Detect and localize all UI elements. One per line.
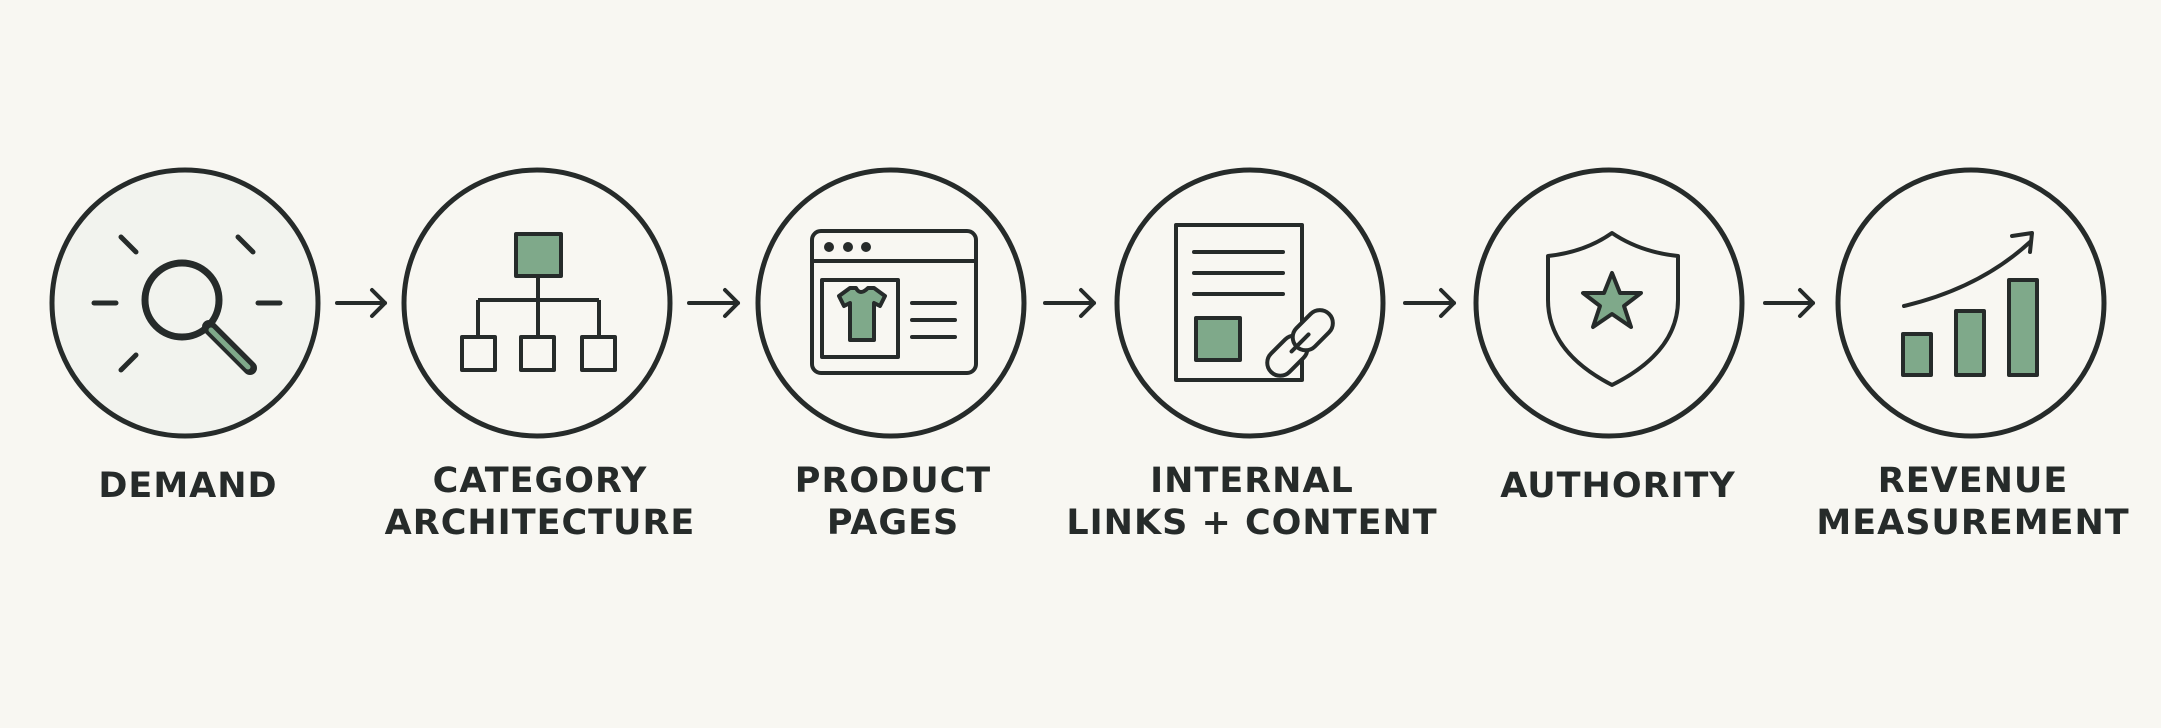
step-product-pages (755, 167, 1027, 439)
document-link-icon (1174, 223, 1335, 382)
browser-product-page-icon (810, 229, 978, 375)
arrow-right-icon (687, 288, 740, 318)
step-circle (1835, 167, 2107, 439)
step-label-revenue-measurement: REVENUE MEASUREMENT (1763, 460, 2161, 544)
arrow-right-icon (1403, 288, 1456, 318)
step-label-line: CATEGORY (432, 461, 648, 501)
step-label-line: PAGES (826, 503, 960, 543)
arrow-right-icon (1763, 288, 1815, 318)
step-demand (49, 167, 321, 439)
step-label-internal-links-content: INTERNAL LINKS + CONTENT (1042, 460, 1462, 544)
step-label-line: REVENUE (1877, 461, 2069, 501)
bar-chart-growth-icon (1901, 231, 2039, 377)
step-internal-links-content (1114, 167, 1386, 439)
step-revenue-measurement (1835, 167, 2107, 439)
hierarchy-tree-icon (460, 232, 617, 372)
step-label-product-pages: PRODUCT PAGES (683, 460, 1103, 544)
step-label-line: ARCHITECTURE (384, 503, 696, 543)
step-label-line: DEMAND (98, 466, 278, 506)
step-category-architecture (401, 167, 673, 439)
step-label-authority: AUTHORITY (1408, 465, 1828, 507)
shield-star-icon (1546, 231, 1680, 387)
step-authority (1473, 167, 1745, 439)
step-label-category-architecture: CATEGORY ARCHITECTURE (330, 460, 750, 544)
magnifying-glass-icon (91, 234, 283, 375)
step-label-line: INTERNAL (1150, 461, 1354, 501)
step-label-demand: DEMAND (0, 465, 398, 507)
arrow-right-icon (335, 288, 387, 318)
step-label-line: MEASUREMENT (1816, 503, 2130, 543)
arrow-right-icon (1043, 288, 1096, 318)
step-label-line: AUTHORITY (1500, 466, 1736, 506)
step-label-line: LINKS + CONTENT (1066, 503, 1438, 543)
step-label-line: PRODUCT (794, 461, 992, 501)
